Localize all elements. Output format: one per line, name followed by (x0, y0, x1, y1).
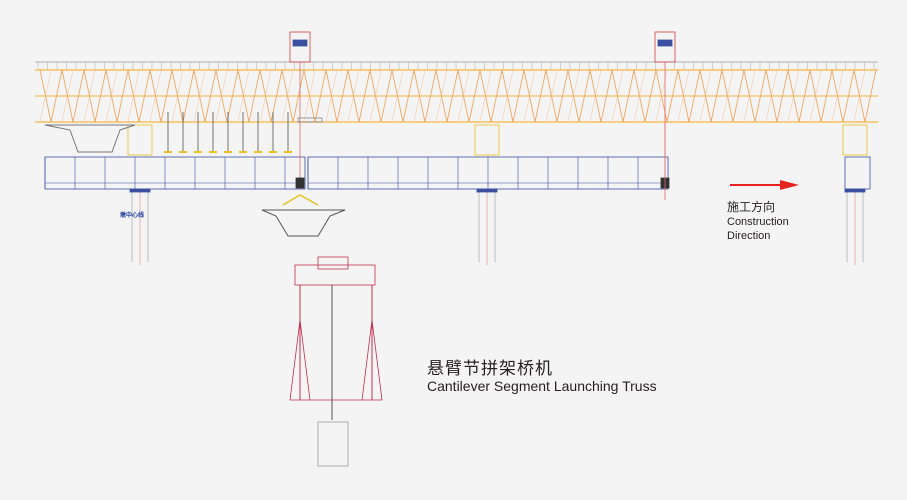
pier-centerline-label: 墩中心线 (120, 213, 145, 219)
segment-hangers (164, 112, 666, 200)
side-segment (317, 421, 349, 467)
piers (127, 124, 868, 265)
truss-girder (35, 61, 878, 123)
title-en: Cantilever Segment Launching Truss (427, 378, 657, 394)
bridge-girder-segments (44, 156, 871, 190)
end-segment-cross-section (44, 124, 136, 153)
direction-arrow-icon (730, 180, 799, 190)
pier-support-leg (127, 124, 153, 156)
crane-trolley (654, 31, 676, 63)
side-elevation-truss (289, 256, 383, 467)
crane-trolley (289, 31, 311, 63)
construction-direction-label-cn: 施工方向 (727, 200, 776, 214)
construction-direction-label-en-2: Direction (727, 230, 771, 242)
suspended-segment (261, 194, 346, 237)
title-cn: 悬臂节拼架桥机 (427, 359, 553, 378)
side-crane-frame (294, 264, 376, 286)
pier-support-leg (842, 124, 868, 156)
pier-support-leg (474, 124, 500, 156)
girder-segment-run (44, 156, 306, 190)
construction-direction-label-en: Construction (727, 216, 789, 228)
